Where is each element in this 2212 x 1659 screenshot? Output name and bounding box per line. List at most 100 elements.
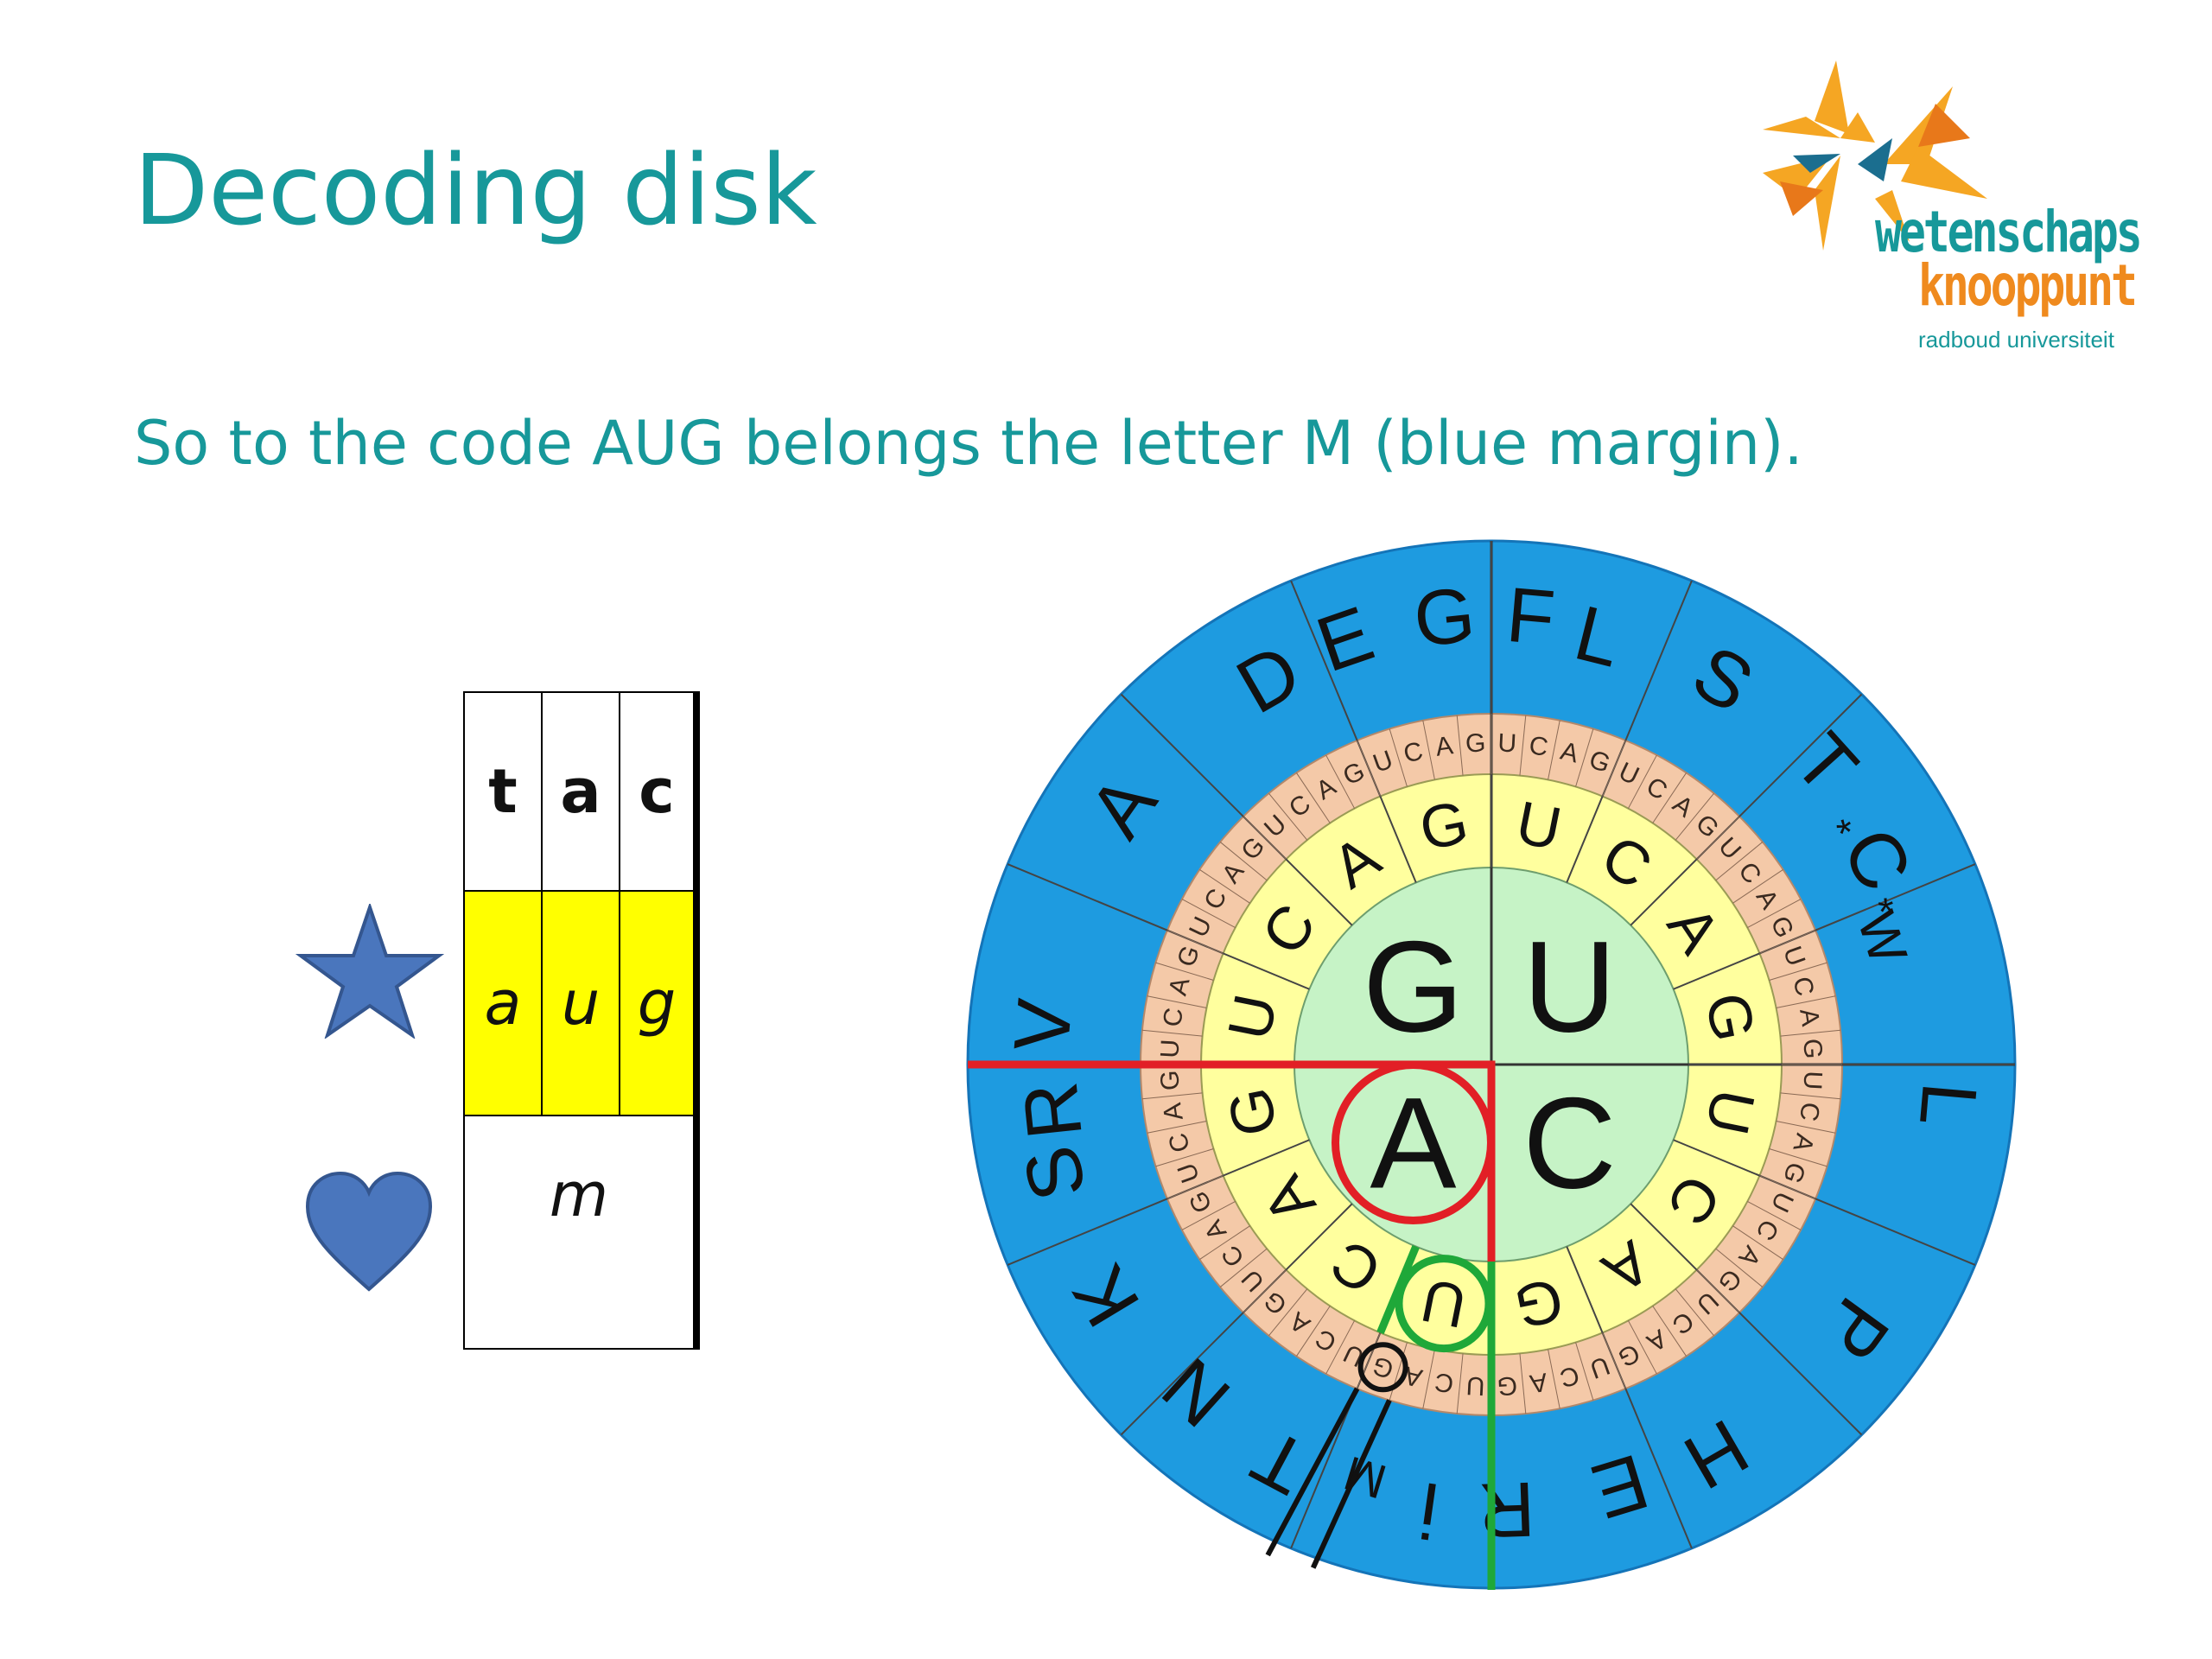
codon-spoke <box>1780 1092 1841 1100</box>
codon-spoke <box>1181 899 1236 929</box>
codon-spoke <box>1769 962 1827 981</box>
middle-spoke <box>1566 580 1693 883</box>
codon-spoke <box>1357 1332 1381 1389</box>
codon-spoke <box>1422 1349 1435 1409</box>
codon-letter: U <box>1465 1371 1485 1401</box>
codon-spoke <box>1675 792 1714 841</box>
codon-letter: C <box>1433 1367 1455 1398</box>
codon-spoke <box>1732 869 1783 904</box>
codon-spoke <box>1776 995 1836 1008</box>
codon-spoke <box>1780 1029 1841 1037</box>
codon-spoke <box>1548 720 1560 780</box>
codon-spoke <box>1575 728 1594 787</box>
first-position-circle <box>1331 1061 1495 1225</box>
codon-spoke <box>1747 1200 1802 1230</box>
codon-letter: C <box>1527 731 1549 762</box>
codon-spoke <box>1652 1306 1687 1357</box>
third-position-circle <box>1357 1342 1408 1393</box>
middle-spoke <box>1120 693 1353 926</box>
middle-spoke <box>1630 693 1863 926</box>
strip-codon-letter: g <box>637 968 677 1039</box>
logo-word-radboud: radboud universiteit <box>1918 327 2114 353</box>
codon-letter: G <box>1155 1070 1185 1091</box>
center-letter: U <box>1522 913 1616 1058</box>
codon-letter: G <box>1497 1370 1518 1400</box>
amino-letter: V <box>999 995 1090 1055</box>
codon-spoke <box>1147 1121 1207 1134</box>
codon-letter: G <box>1797 1038 1827 1059</box>
codon-spoke <box>1759 1175 1816 1199</box>
strip-codon-letter: u <box>561 968 601 1039</box>
middle-spoke <box>1566 1246 1693 1549</box>
disk-highlights <box>968 1060 1496 1590</box>
amino-letter: G <box>1410 571 1479 664</box>
codon-spoke <box>1268 792 1308 841</box>
strip-top-letter: a <box>560 756 601 827</box>
codon-spoke <box>1155 962 1214 981</box>
codon-spoke <box>1675 1288 1714 1337</box>
codon-spoke <box>1389 728 1408 787</box>
middle-spoke <box>1120 1203 1353 1436</box>
codon-spoke <box>1199 869 1250 904</box>
codon-spoke <box>1747 899 1802 929</box>
codon-spoke <box>1166 930 1224 954</box>
codon-spoke <box>1325 1320 1356 1375</box>
middle-spoke <box>1673 1139 1976 1266</box>
strip-top-cell-1: t <box>463 691 541 892</box>
codon-spoke <box>1357 740 1381 797</box>
codon-spoke <box>1456 1353 1464 1414</box>
codon-spoke <box>1759 930 1816 954</box>
third-position-edge-right <box>1265 1387 1360 1557</box>
codon-spoke <box>1519 1353 1527 1414</box>
codon-spoke <box>1296 772 1331 823</box>
strip-top-cell-3: c <box>619 691 693 892</box>
slide-title: Decoding disk <box>134 135 817 247</box>
codon-spoke <box>1548 1349 1560 1409</box>
second-position-spoke <box>1376 1244 1420 1335</box>
codon-spoke <box>1602 740 1626 797</box>
codon-letter: C <box>1794 1100 1825 1122</box>
codon-spoke <box>1769 1148 1827 1167</box>
codon-spoke <box>1575 1342 1594 1401</box>
amino-letter: R <box>1478 1465 1536 1554</box>
third-position-edge-left <box>1310 1399 1392 1569</box>
star-burst-logo-icon <box>1763 60 1987 251</box>
codon-spoke <box>1732 1225 1783 1260</box>
codon-letter: A <box>1158 1101 1189 1122</box>
codon-spoke <box>1389 1342 1408 1401</box>
strip-top-cell-2: a <box>541 691 619 892</box>
codon-spoke <box>1296 1306 1331 1357</box>
codon-spoke <box>1243 816 1287 860</box>
first-position-marker <box>968 1060 1496 1262</box>
codon-letter: C <box>1158 1006 1189 1028</box>
codon-spoke <box>1422 720 1435 780</box>
strip-amino-letter: m <box>549 1160 609 1230</box>
codon-spoke <box>1325 754 1356 809</box>
codon-spoke <box>1268 1288 1308 1337</box>
middle-spoke <box>1630 1203 1863 1436</box>
codon-spoke <box>1519 715 1527 776</box>
codon-letter: U <box>1497 728 1517 758</box>
amino-letter: F <box>1503 572 1558 662</box>
codon-spoke <box>1147 995 1207 1008</box>
codon-spoke <box>1652 772 1687 823</box>
codon-spoke <box>1776 1121 1836 1134</box>
strip-codon-cell-2: u <box>541 890 619 1116</box>
middle-spoke <box>1007 1139 1310 1266</box>
codon-letter: U <box>1798 1071 1827 1090</box>
strip-top-letter: t <box>488 756 518 827</box>
codon-spoke <box>1715 842 1764 881</box>
star-icon <box>296 904 444 1039</box>
codon-spoke <box>1141 1029 1203 1037</box>
strip-codon-cell-1: a <box>463 890 541 1116</box>
slide-subtitle: So to the code AUG belongs the letter M … <box>134 408 1803 479</box>
codon-spoke <box>1715 1248 1764 1287</box>
codon-spoke <box>1243 1269 1287 1313</box>
middle-spoke <box>1290 580 1417 883</box>
codon-spoke <box>1456 715 1464 776</box>
amino-letter: L <box>1903 1079 1993 1130</box>
middle-spoke <box>1007 863 1310 990</box>
codon-letter: A <box>1794 1007 1825 1028</box>
codon-letter: A <box>1433 731 1455 762</box>
